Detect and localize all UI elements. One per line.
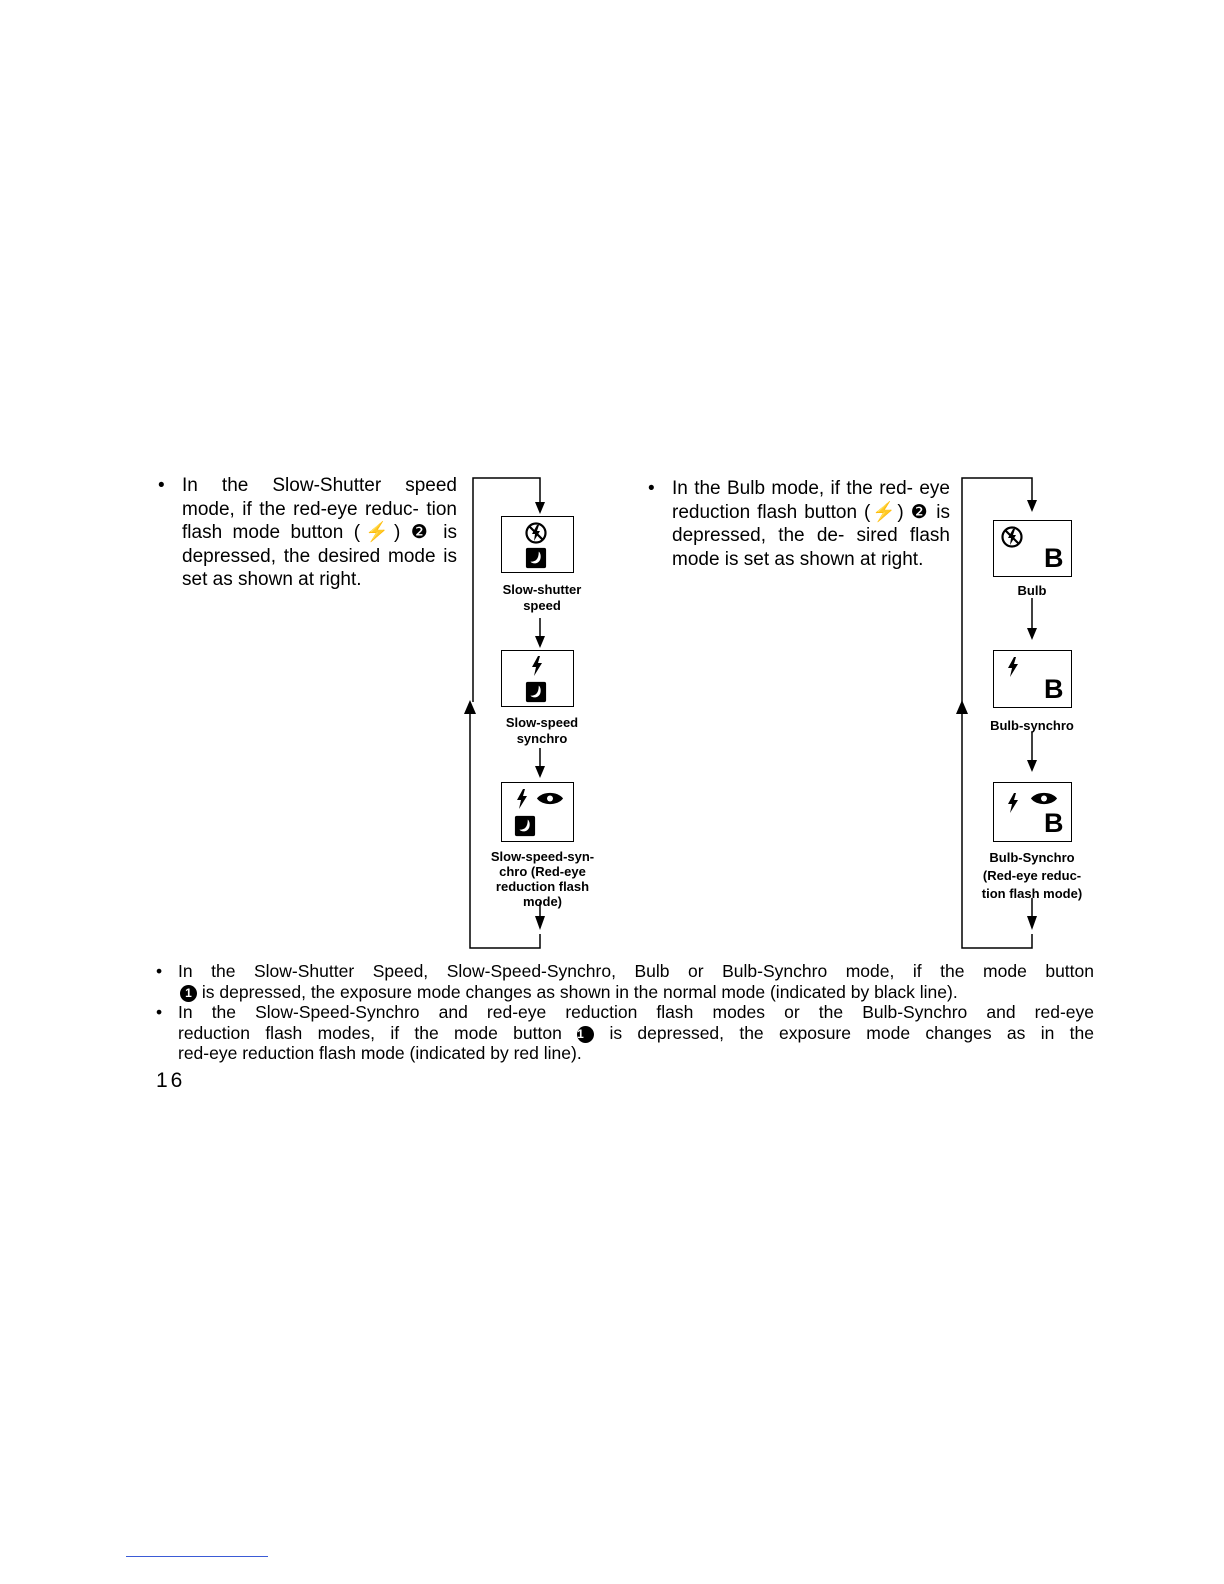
caption-line: Bulb-synchro	[990, 718, 1074, 733]
red-eye-icon	[536, 791, 564, 806]
caption-line: reduction flash	[495, 879, 590, 894]
left-diagram-lines	[464, 477, 545, 949]
caption-line: synchro	[516, 731, 568, 746]
flash-icon	[1007, 657, 1019, 677]
caption-line: mode)	[523, 894, 562, 909]
night-portrait-icon	[525, 547, 547, 569]
red-eye-icon	[1030, 791, 1058, 806]
caption-line: Slow-speed	[505, 715, 579, 730]
note-line: In the Slow-Speed-Synchro and red-eye re…	[178, 1002, 1094, 1022]
caption-slow-speed-synchro-redeye: Slow-speed-syn- chro (Red-eye reduction …	[470, 849, 615, 909]
caption-line: Slow-speed-syn-	[490, 849, 595, 864]
caption-line: Slow-shutter	[502, 582, 582, 597]
bullet: •	[156, 961, 163, 981]
mode-button-number-icon: 1	[577, 1025, 595, 1043]
night-portrait-icon	[525, 681, 547, 703]
lcd-bulb: B	[993, 520, 1072, 577]
bottom-note-2: • In the Slow-Speed-Synchro and red-eye …	[156, 1002, 1094, 1064]
bulb-b-icon: B	[1044, 543, 1064, 573]
caption-line: (Red-eye reduc-	[982, 868, 1082, 883]
bullet: •	[158, 475, 165, 496]
lcd-slow-speed-synchro-redeye	[501, 782, 574, 842]
caption-bulb: Bulb	[972, 583, 1092, 599]
flash-off-icon	[524, 521, 548, 545]
flash-icon	[516, 789, 528, 809]
footer-rule	[126, 1556, 268, 1557]
lcd-bulb-synchro: B	[993, 650, 1072, 708]
caption-line: Bulb	[1017, 583, 1047, 598]
flash-off-icon	[1000, 525, 1024, 549]
caption-line: speed	[523, 598, 561, 613]
bullet: •	[156, 1002, 163, 1022]
right-diagram-lines	[956, 477, 1037, 949]
bottom-note-1: • In the Slow-Shutter Speed, Slow-Speed-…	[156, 961, 1094, 1003]
caption-slow-shutter: Slow-shutter speed	[482, 582, 602, 614]
flash-icon	[1007, 793, 1019, 813]
caption-bulb-synchro-redeye: Bulb-Synchro (Red-eye reduc- tion flash …	[962, 849, 1102, 903]
caption-slow-speed-synchro: Slow-speed synchro	[482, 715, 602, 747]
note-line: reduction flash modes, if the mode butto…	[178, 1023, 1094, 1044]
left-paragraph: • In the Slow-Shutter speed mode, if the…	[158, 474, 457, 592]
lcd-bulb-synchro-redeye: B	[993, 782, 1072, 842]
right-paragraph: • In the Bulb mode, if the red- eye redu…	[648, 477, 950, 571]
right-paragraph-text: In the Bulb mode, if the red- eye reduct…	[672, 478, 950, 570]
page-number: 16	[156, 1069, 186, 1092]
note-text: is depressed, the exposure mode changes …	[201, 981, 958, 1002]
lcd-slow-shutter	[501, 516, 574, 573]
night-portrait-icon	[514, 815, 536, 837]
caption-line: chro (Red-eye	[499, 864, 586, 879]
bulb-b-icon: B	[1044, 674, 1064, 704]
mode-button-number-icon: 1	[180, 984, 197, 1002]
lcd-slow-speed-synchro	[501, 650, 574, 707]
note-line: In the Slow-Shutter Speed, Slow-Speed-Sy…	[178, 961, 1094, 981]
caption-line: tion flash mode)	[981, 886, 1083, 901]
note-text: reduction flash modes, if the mode butto…	[178, 1022, 562, 1043]
bullet: •	[648, 478, 655, 499]
bulb-b-icon: B	[1044, 808, 1064, 838]
caption-bulb-synchro: Bulb-synchro	[972, 718, 1092, 734]
note-line: red-eye reduction flash mode (indicated …	[178, 1043, 582, 1063]
note-line: 1 is depressed, the exposure mode change…	[178, 982, 1094, 1003]
caption-line: Bulb-Synchro	[989, 850, 1075, 865]
left-paragraph-text: In the Slow-Shutter speed mode, if the r…	[182, 475, 457, 590]
note-text: is depressed, the exposure mode changes …	[609, 1022, 1094, 1043]
flash-icon	[531, 656, 543, 676]
